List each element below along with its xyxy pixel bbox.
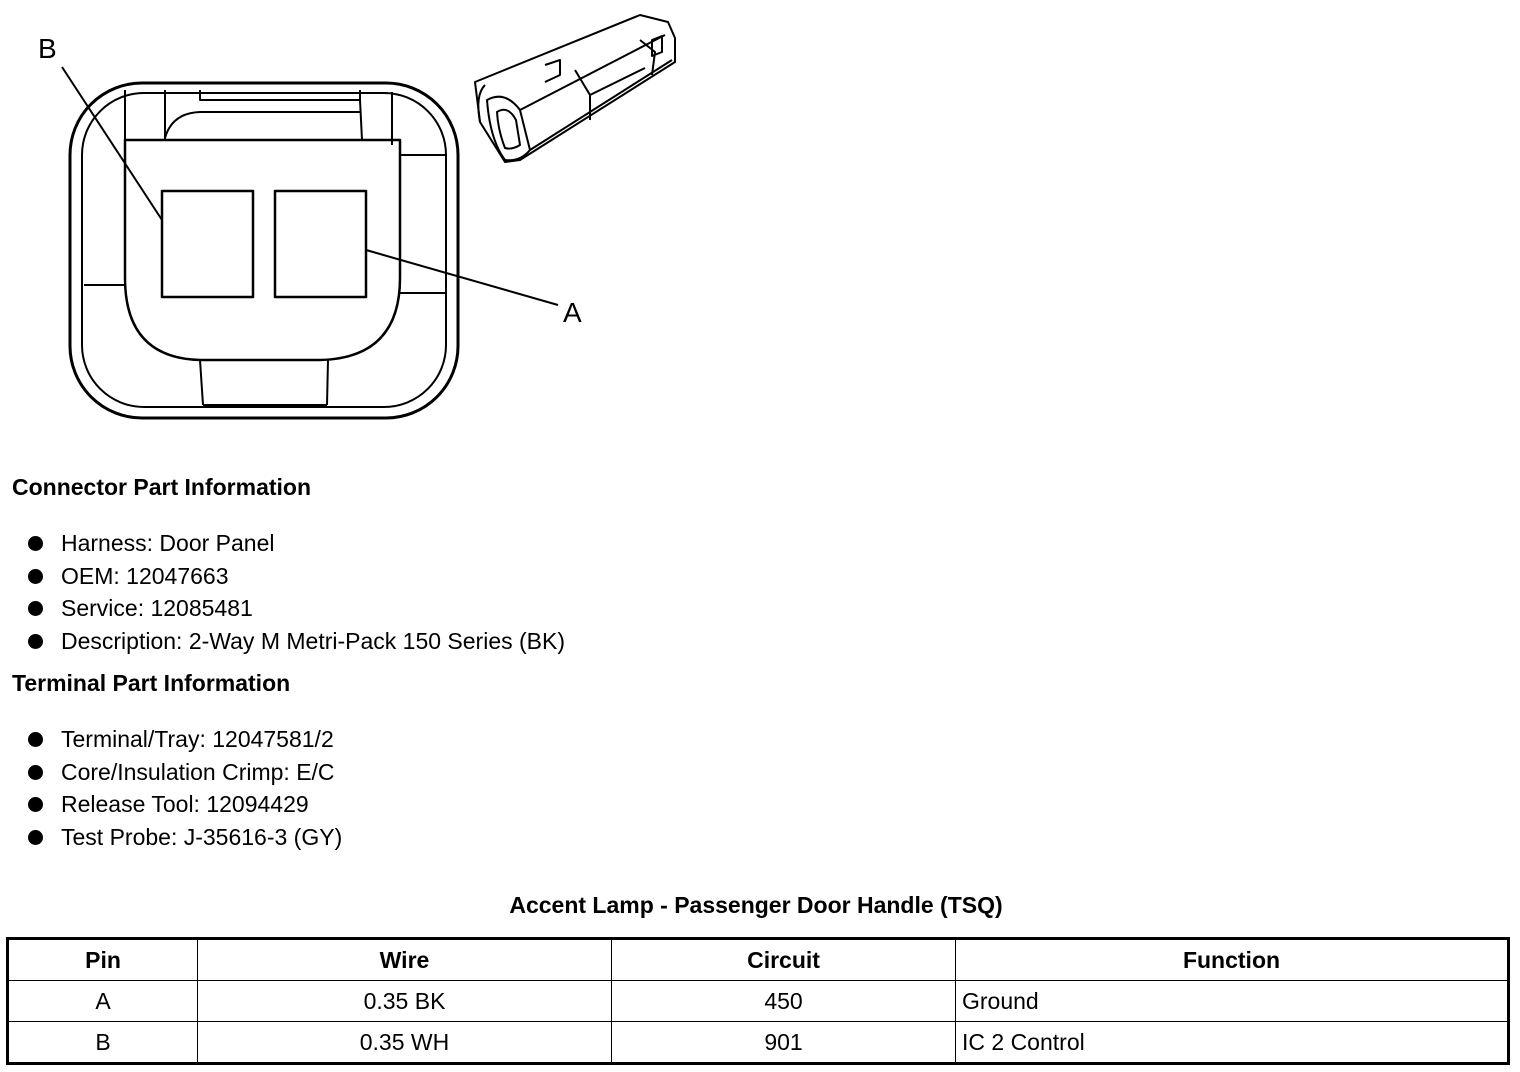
cavity-a: [273, 189, 368, 299]
cell-wire: 0.35 BK: [197, 980, 612, 1022]
bullet-icon: [28, 634, 43, 650]
connector-face-diagram: B A: [38, 14, 676, 420]
callout-b: B: [38, 33, 57, 64]
callout-a-leader: [365, 249, 559, 306]
harness-text: Harness: Door Panel: [61, 529, 275, 556]
table-title: Accent Lamp - Passenger Door Handle (TSQ…: [509, 892, 1003, 918]
header-wire: Wire: [197, 938, 612, 981]
pin-table: Pin Wire Circuit Function A 0.35 BK 450 …: [6, 937, 1510, 1065]
table-row: B 0.35 WH 901 IC 2 Control: [7, 1021, 1509, 1064]
crimp-text: Core/Insulation Crimp: E/C: [61, 758, 335, 785]
header-function: Function: [955, 938, 1509, 981]
terminal-tray-text: Terminal/Tray: 12047581/2: [61, 725, 334, 752]
list-item: Release Tool: 12094429: [28, 789, 342, 822]
list-item: Harness: Door Panel: [28, 527, 565, 560]
list-item: Core/Insulation Crimp: E/C: [28, 756, 342, 789]
cell-function: IC 2 Control: [955, 1021, 1509, 1064]
connector-face: [123, 138, 402, 362]
list-item: Service: 12085481: [28, 593, 565, 626]
list-item: Description: 2-Way M Metri-Pack 150 Seri…: [28, 625, 565, 658]
bullet-icon: [28, 764, 43, 780]
release-tool-text: Release Tool: 12094429: [61, 791, 309, 818]
callout-a: A: [563, 297, 582, 328]
bullet-icon: [28, 731, 43, 747]
cell-circuit: 901: [611, 1021, 956, 1064]
description-text: Description: 2-Way M Metri-Pack 150 Seri…: [61, 628, 566, 655]
cell-wire: 0.35 WH: [197, 1021, 612, 1064]
cell-pin: A: [7, 980, 198, 1022]
service-text: Service: 12085481: [61, 595, 253, 622]
header-pin: Pin: [7, 938, 198, 981]
bullet-icon: [28, 601, 43, 617]
connector-part-info-list: Harness: Door Panel OEM: 12047663 Servic…: [28, 527, 565, 658]
connector-perspective-illustration: [474, 14, 676, 163]
test-probe-text: Test Probe: J-35616-3 (GY): [61, 824, 343, 851]
connector-part-info-heading: Connector Part Information: [12, 474, 312, 500]
list-item: OEM: 12047663: [28, 560, 565, 593]
bullet-icon: [28, 830, 43, 846]
list-item: Test Probe: J-35616-3 (GY): [28, 821, 342, 854]
terminal-part-info-heading: Terminal Part Information: [12, 670, 291, 696]
header-circuit: Circuit: [611, 938, 956, 981]
table-row: A 0.35 BK 450 Ground: [7, 980, 1509, 1022]
table-header-row: Pin Wire Circuit Function: [7, 938, 1509, 981]
bullet-icon: [28, 568, 43, 584]
connector-housing-outer: [68, 81, 460, 420]
oem-text: OEM: 12047663: [61, 562, 229, 589]
cell-pin: B: [7, 1021, 198, 1064]
bullet-icon: [28, 535, 43, 551]
terminal-part-info-list: Terminal/Tray: 12047581/2 Core/Insulatio…: [28, 723, 342, 854]
list-item: Terminal/Tray: 12047581/2: [28, 723, 342, 756]
cell-circuit: 450: [611, 980, 956, 1022]
bullet-icon: [28, 797, 43, 813]
callout-b-leader: [61, 66, 163, 221]
connector-housing-inner: [81, 92, 447, 408]
cell-function: Ground: [955, 980, 1509, 1022]
cavity-b: [160, 189, 255, 299]
